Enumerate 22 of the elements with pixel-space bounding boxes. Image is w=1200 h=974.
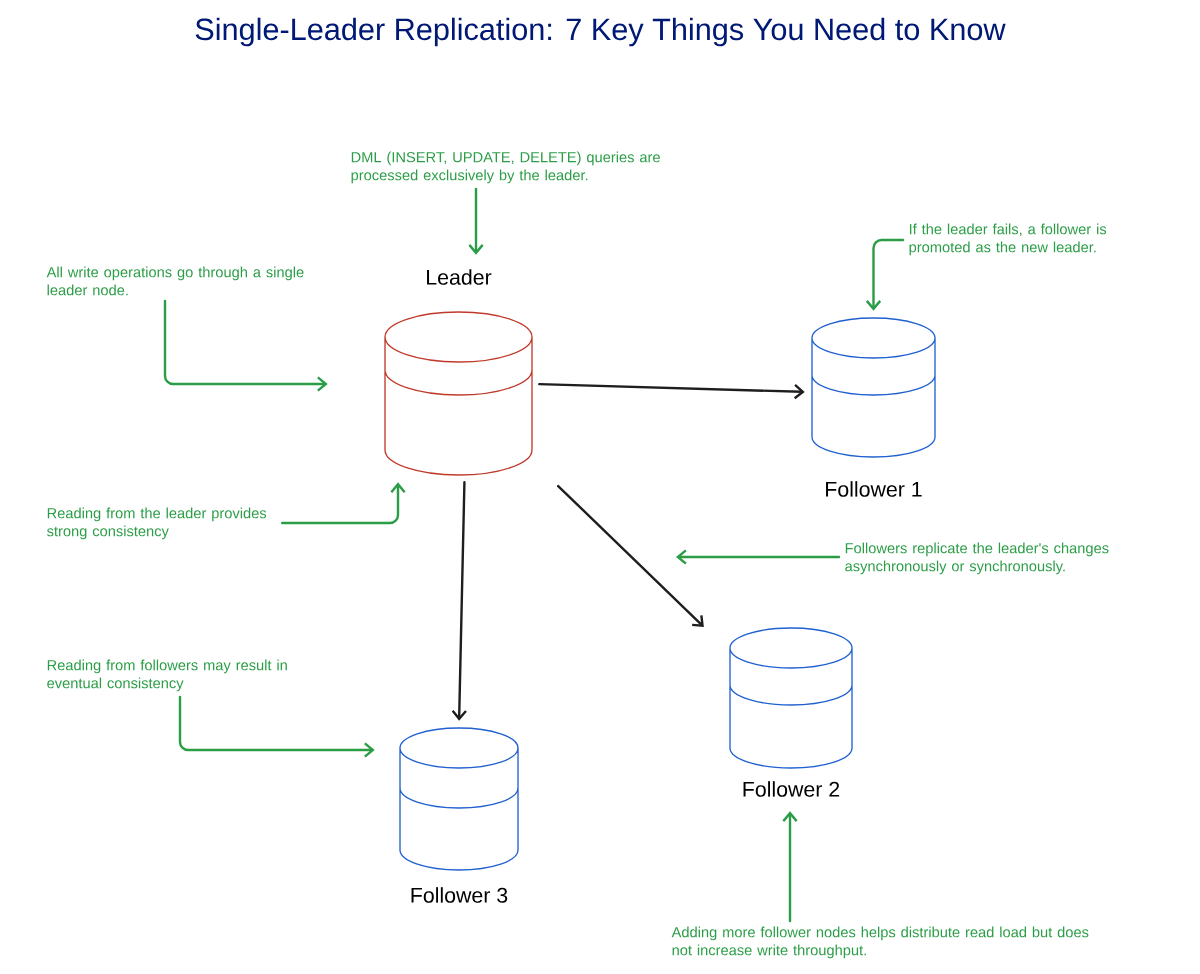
title: Single-Leader Replication: 7 Key Things You Need to Know xyxy=(195,17,1006,47)
annotation-text: All write operations go through a single leader node. xyxy=(46,266,304,296)
annotation-text: Followers replicate the leader's changes asynchronously or synchronously. xyxy=(845,542,1109,575)
arrow xyxy=(782,811,798,923)
arrow xyxy=(556,484,704,627)
arrow xyxy=(163,299,328,392)
annotation-text: Adding more follower nodes helps distribute read load but does not increase write throughput. xyxy=(671,926,1089,959)
annotation-text: Reading from the leader provides strong consistency xyxy=(47,507,267,540)
arrow xyxy=(281,482,406,525)
arrow xyxy=(178,695,375,758)
node-label: Follower 3 xyxy=(411,887,508,903)
annotation-text: Reading from followers may result in eventual consistency xyxy=(47,659,287,692)
node-label: Follower 2 xyxy=(743,781,840,797)
arrow xyxy=(865,238,905,311)
arrow xyxy=(468,187,484,255)
node-label: Leader xyxy=(427,269,492,285)
node-label: Follower 1 xyxy=(826,481,922,497)
arrow xyxy=(538,382,805,400)
annotation-text: DML (INSERT, UPDATE, DELETE) queries are processed exclusively by the leader. xyxy=(351,151,660,184)
annotation-text: If the leader fails, a follower is promoted as the new leader. xyxy=(909,223,1107,256)
arrow xyxy=(676,549,841,565)
arrow xyxy=(451,481,467,721)
